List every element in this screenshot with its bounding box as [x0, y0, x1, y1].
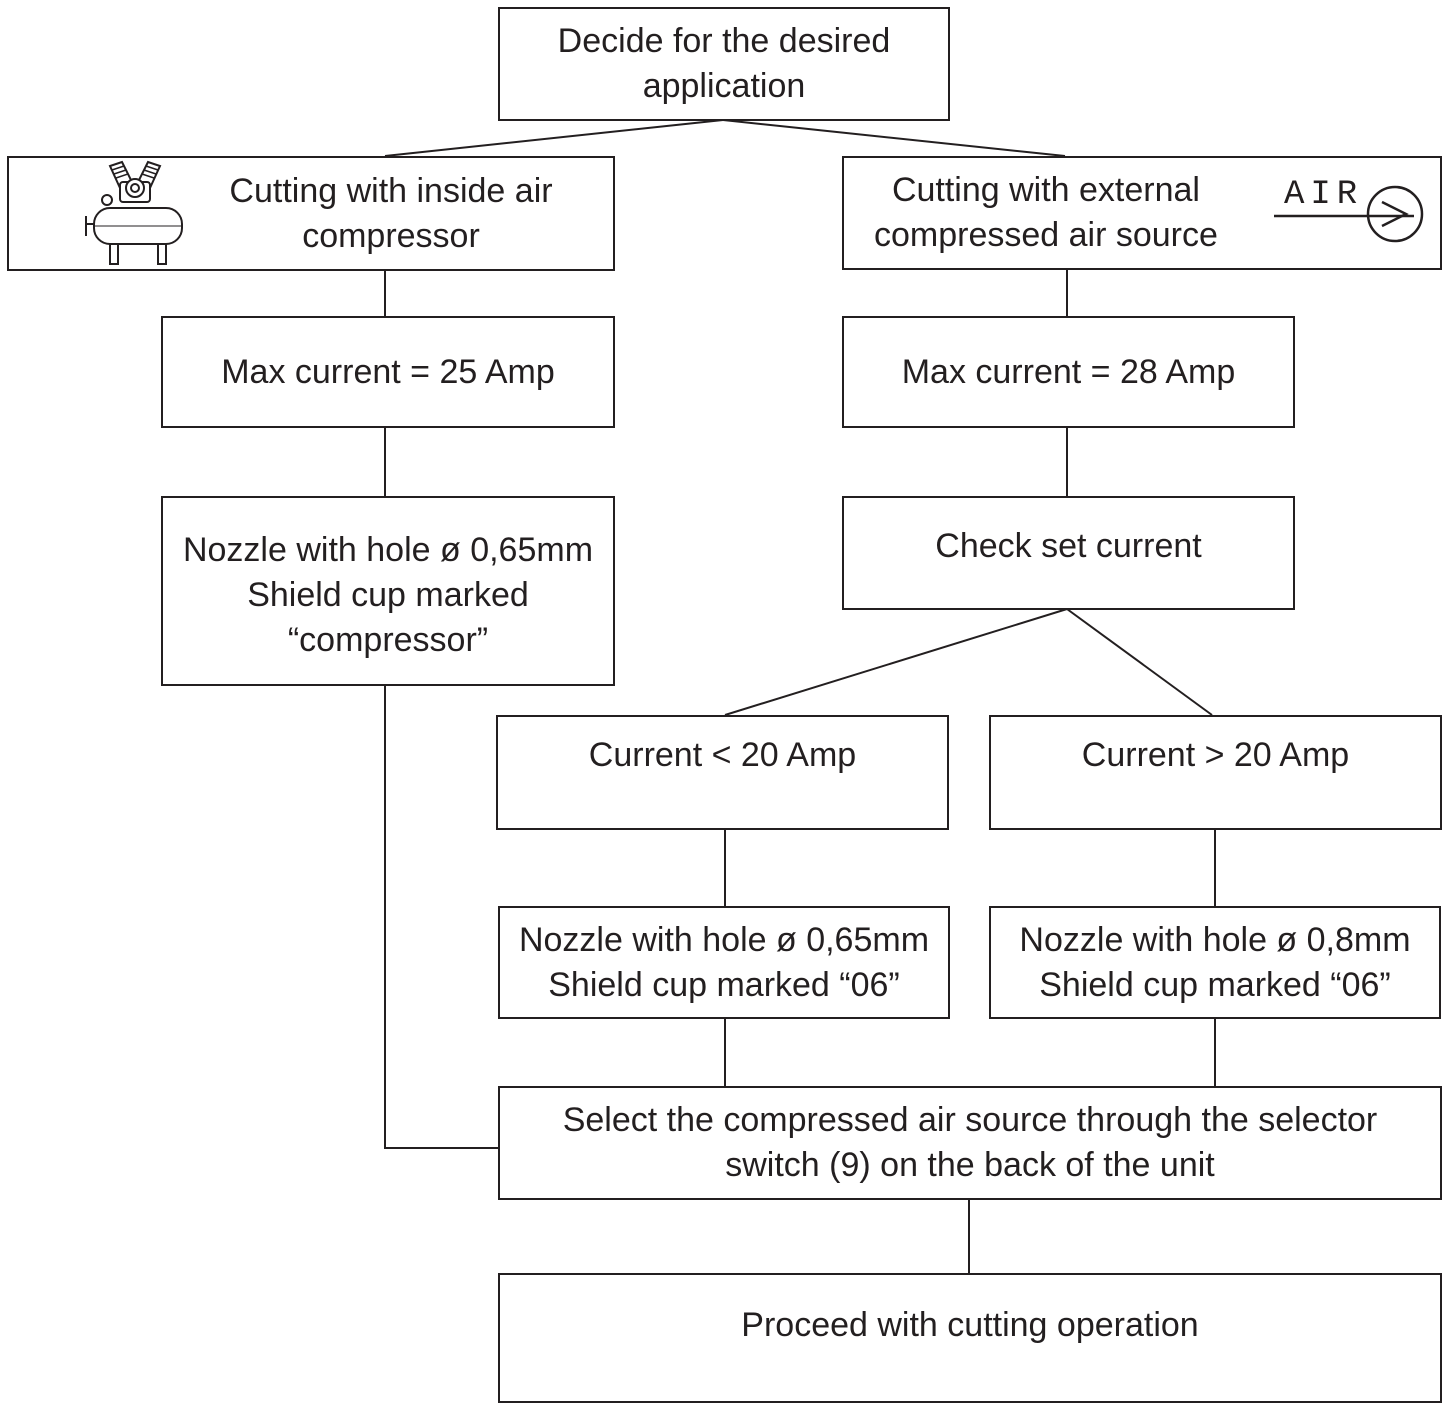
- max-current-28-node: Max current = 28 Amp: [842, 316, 1295, 428]
- nozzle08-line-1: Nozzle with hole ø 0,8mm: [1019, 920, 1411, 959]
- decide-line-1: Decide for the desired: [557, 22, 891, 60]
- max-current-25-node: Max current = 25 Amp: [161, 316, 615, 428]
- decide-application-node: Decide for the desired application: [498, 7, 950, 121]
- current-above-20-node: Current > 20 Amp: [989, 715, 1442, 830]
- check-set-current-node: Check set current: [842, 496, 1295, 610]
- inside-air-line-1: Cutting with inside air: [229, 171, 553, 210]
- connector-decide-to-external: [722, 119, 1066, 157]
- max25-line-1: Max current = 25 Amp: [221, 352, 555, 391]
- proceed-line-1: Proceed with cutting operation: [741, 1306, 1199, 1344]
- external-air-source-node: Cutting with external compressed air sou…: [842, 156, 1442, 270]
- nozzle-comp-line-1: Nozzle with hole ø 0,65mm: [182, 531, 594, 569]
- check-line-1: Check set current: [935, 527, 1202, 565]
- inside-air-line-2: compressor: [302, 216, 480, 255]
- air-compressor-icon: [85, 160, 183, 265]
- connector-nozzlecomp-to-select: [384, 686, 499, 1149]
- select-air-source-node: Select the compressed air source through…: [498, 1086, 1442, 1200]
- nozzle065-line-1: Nozzle with hole ø 0,65mm: [518, 920, 930, 959]
- current-below-20-node: Current < 20 Amp: [496, 715, 949, 830]
- external-air-line-1: Cutting with external: [891, 171, 1200, 209]
- nozzle-065-node: Nozzle with hole ø 0,65mm Shield cup mar…: [498, 906, 950, 1019]
- decide-line-2: application: [642, 67, 806, 105]
- air-icon-label: AIR: [1284, 176, 1364, 214]
- connector-check-to-lt20: [724, 608, 1068, 716]
- select-line-2: switch (9) on the back of the unit: [725, 1146, 1215, 1184]
- max28-line-1: Max current = 28 Amp: [901, 352, 1236, 391]
- lt20-line-1: Current < 20 Amp: [588, 736, 857, 774]
- nozzle065-line-2: Shield cup marked “06”: [548, 965, 900, 1004]
- nozzle-compressor-node: Nozzle with hole ø 0,65mm Shield cup mar…: [161, 496, 615, 686]
- proceed-cutting-node: Proceed with cutting operation: [498, 1273, 1442, 1403]
- nozzle08-line-2: Shield cup marked “06”: [1039, 965, 1391, 1004]
- connector-decide-to-inside: [384, 119, 724, 157]
- gt20-line-1: Current > 20 Amp: [1081, 736, 1350, 774]
- external-air-line-2: compressed air source: [874, 216, 1218, 254]
- nozzle-comp-line-3: “compressor”: [287, 621, 489, 659]
- air-inlet-icon: [1274, 185, 1424, 243]
- connector-check-to-gt20: [1066, 608, 1213, 716]
- select-line-1: Select the compressed air source through…: [562, 1101, 1378, 1139]
- nozzle-comp-line-2: Shield cup marked: [247, 576, 529, 614]
- nozzle-08-node: Nozzle with hole ø 0,8mm Shield cup mark…: [989, 906, 1441, 1019]
